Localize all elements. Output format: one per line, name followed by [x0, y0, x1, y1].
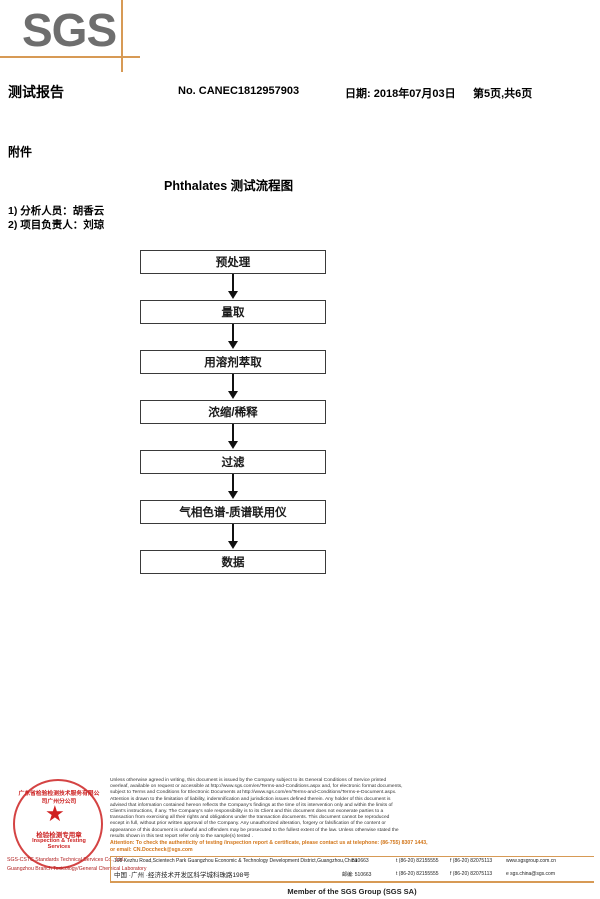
stamp-chinese-text: 检验检测专用章: [36, 832, 82, 839]
page-header-logo-area: SGS: [0, 0, 600, 72]
email-address: e sgs.china@sgs.com: [506, 871, 555, 877]
address-row-chinese: 中国 ·广州 ·经济技术开发区科学城科珠路198号 邮编: 510663 t (…: [114, 869, 594, 881]
page-title: 测试报告: [8, 84, 64, 100]
attention-notice-line-2: or email: CN.Doccheck@sgs.com: [110, 846, 193, 853]
list-item: 1) 分析人员：胡香云: [8, 205, 105, 217]
stamp-company-arc: 广东省检验检测技术服务有限公司广州分公司: [18, 791, 100, 805]
attachment-label: 附件: [8, 145, 33, 159]
legal-line: Client's instructions, if any. The Compa…: [110, 809, 384, 815]
flow-node: 量取: [140, 300, 326, 324]
address-text: 198 Kezhu Road,Scientech Park Guangzhou …: [114, 858, 358, 864]
legal-line: except in full, without prior written ap…: [110, 821, 386, 827]
flow-arrow-icon: [140, 274, 328, 300]
flow-arrow-icon: [140, 424, 328, 450]
report-date: 日期: 2018年07月03日: [345, 88, 456, 100]
flow-arrow-icon: [140, 474, 328, 500]
flow-node: 浓缩/稀释: [140, 400, 326, 424]
flow-arrow-icon: [140, 524, 328, 550]
legal-line: subject to Terms and Conditions for Elec…: [110, 790, 397, 796]
legal-line: Unless otherwise agreed in writing, this…: [110, 778, 387, 783]
legal-line: advised that information contained hereo…: [110, 802, 393, 808]
flow-node: 数据: [140, 550, 326, 574]
page-indicator: 第5页,共6页: [473, 88, 533, 100]
list-item: 2) 项目负责人：刘琼: [8, 219, 105, 231]
postal-code: 510663: [352, 858, 369, 864]
logo-horizontal-rule: [0, 56, 140, 58]
telephone: t (86-20) 82155555: [396, 858, 439, 864]
fax-number: f (86-20) 82075113: [450, 871, 493, 877]
page-footer: 广东省检验检测技术服务有限公司广州分公司 ★ 检验检测专用章 Inspectio…: [0, 770, 600, 899]
footer-divider-bottom: [110, 881, 594, 883]
attention-notice-line-1: Attention: To check the authenticity of …: [110, 840, 428, 847]
flow-arrow-icon: [140, 374, 328, 400]
report-number: No. CANEC1812957903: [178, 85, 300, 97]
legal-line: overleaf, available on request or access…: [110, 784, 403, 790]
logo-vertical-rule: [121, 0, 123, 72]
laboratory-name-line-1: SGS-CSTC Standards Technical Services Co…: [7, 857, 125, 863]
stamp-ring: [13, 779, 103, 869]
legal-line: transaction from exercising all their ri…: [110, 815, 390, 821]
address-row-english: 198 Kezhu Road,Scientech Park Guangzhou …: [114, 858, 594, 870]
inspection-stamp-icon: 广东省检验检测技术服务有限公司广州分公司 ★ 检验检测专用章 Inspectio…: [5, 775, 147, 883]
laboratory-name-line-2: Guangzhou Branch Toxicology/General Chem…: [7, 866, 147, 872]
flowchart-title: Phthalates 测试流程图: [164, 179, 294, 193]
footer-divider-vertical: [110, 856, 111, 883]
legal-line: results shown in this test report refer …: [110, 833, 253, 839]
telephone: t (86-20) 82155555: [396, 871, 439, 877]
phthalates-test-flowchart: 预处理 量取 用溶剂萃取 浓缩/稀释 过滤 气相色谱-质谱联用仪 数据: [140, 250, 328, 574]
flow-node: 过滤: [140, 450, 326, 474]
flow-arrow-icon: [140, 324, 328, 350]
postal-code: 邮编: 510663: [342, 872, 372, 878]
address-text: 中国 ·广州 ·经济技术开发区科学城科珠路198号: [114, 872, 250, 879]
footer-divider-top: [110, 856, 594, 857]
website-url: www.sgsgroup.com.cn: [506, 858, 557, 864]
flow-node: 用溶剂萃取: [140, 350, 326, 374]
star-icon: ★: [45, 801, 65, 826]
fax-number: f (86-20) 82075113: [450, 858, 493, 864]
flow-node: 气相色谱-质谱联用仪: [140, 500, 326, 524]
sgs-logo: SGS: [22, 4, 117, 56]
legal-disclaimer-block: Unless otherwise agreed in writing, this…: [110, 778, 594, 853]
legal-line: appearance of this document is unlawful …: [110, 827, 399, 833]
staff-list: 1) 分析人员：胡香云 2) 项目负责人：刘琼: [8, 204, 104, 232]
report-header-row: 测试报告 No. CANEC1812957903 日期: 2018年07月03日…: [0, 82, 600, 104]
flow-node: 预处理: [140, 250, 326, 274]
stamp-english-text: Inspection & Testing Services: [32, 838, 86, 850]
member-of-group-line: Member of the SGS Group (SGS SA): [287, 887, 417, 896]
legal-line: Attention is drawn to the limitation of …: [110, 796, 391, 802]
